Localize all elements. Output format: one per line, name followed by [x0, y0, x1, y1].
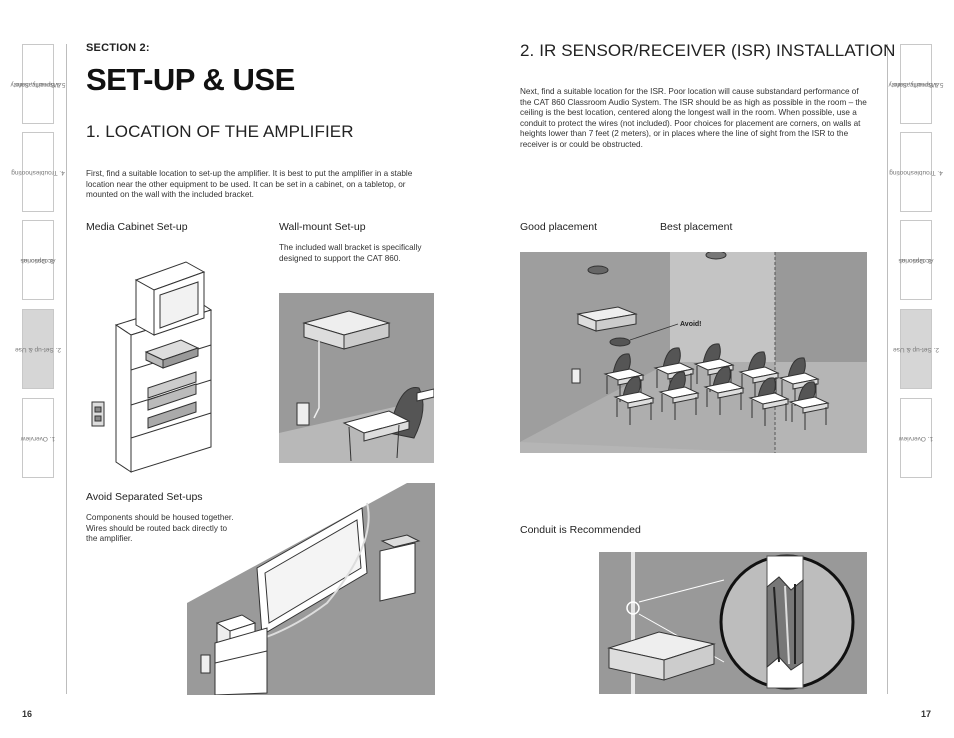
left-tab-5[interactable]: 5. Warranty, Safety& Specifications [11, 44, 65, 124]
right-tab-2[interactable]: 2. Set-up & Use [893, 309, 939, 389]
media-cabinet-label: Media Cabinet Set-up [86, 221, 188, 233]
conduit-illustration [599, 552, 867, 694]
isr-heading: 2. IR SENSOR/RECEIVER (ISR) INSTALLATION [520, 41, 896, 60]
classroom-desk-edge [717, 387, 744, 399]
left-tab-2[interactable]: 2. Set-up & Use [15, 309, 61, 389]
right-divider [887, 44, 888, 694]
avoid-callout: Avoid! [680, 321, 702, 328]
wall-mount-illustration [279, 293, 434, 463]
wall-mount-label: Wall-mount Set-up [279, 221, 366, 233]
best-placement-label: Best placement [660, 221, 733, 233]
classroom-desk-edge [672, 392, 699, 404]
classroom-desk-edge [752, 372, 779, 384]
classroom-illustration: Avoid! [520, 252, 867, 453]
page-title: SET-UP & USE [86, 62, 295, 97]
right-tab-5[interactable]: 5. Warranty, Safety& Specifications [889, 44, 943, 124]
avoid-separated-text: Components should be housed together. Wi… [86, 513, 234, 544]
page-number-right: 17 [921, 709, 932, 719]
amplifier-intro: First, find a suitable location to set-u… [86, 169, 413, 200]
isr-intro: Next, find a suitable location for the I… [520, 87, 867, 149]
section-label: SECTION 2: [86, 42, 150, 54]
media-cabinet-illustration [86, 240, 226, 475]
avoid-separated-label: Avoid Separated Set-ups [86, 491, 203, 503]
classroom-desk-edge [802, 402, 829, 414]
amplifier-heading: 1. LOCATION OF THE AMPLIFIER [86, 122, 354, 141]
conduit-label: Conduit is Recommended [520, 524, 641, 536]
wall-mount-text: The included wall bracket is specificall… [279, 243, 422, 263]
left-tab-1[interactable]: 1. Overview [21, 398, 55, 478]
right-tab-1[interactable]: 1. Overview [899, 398, 933, 478]
avoid-separated-illustration [187, 483, 435, 695]
page-number-left: 16 [22, 709, 33, 719]
classroom-desk-edge [627, 397, 654, 409]
good-placement-label: Good placement [520, 221, 598, 233]
left-tab-4[interactable]: 4. Troubleshooting [11, 132, 65, 212]
left-divider [66, 44, 67, 694]
classroom-desk-edge [762, 398, 789, 410]
right-tab-4[interactable]: 4. Troubleshooting [889, 132, 943, 212]
